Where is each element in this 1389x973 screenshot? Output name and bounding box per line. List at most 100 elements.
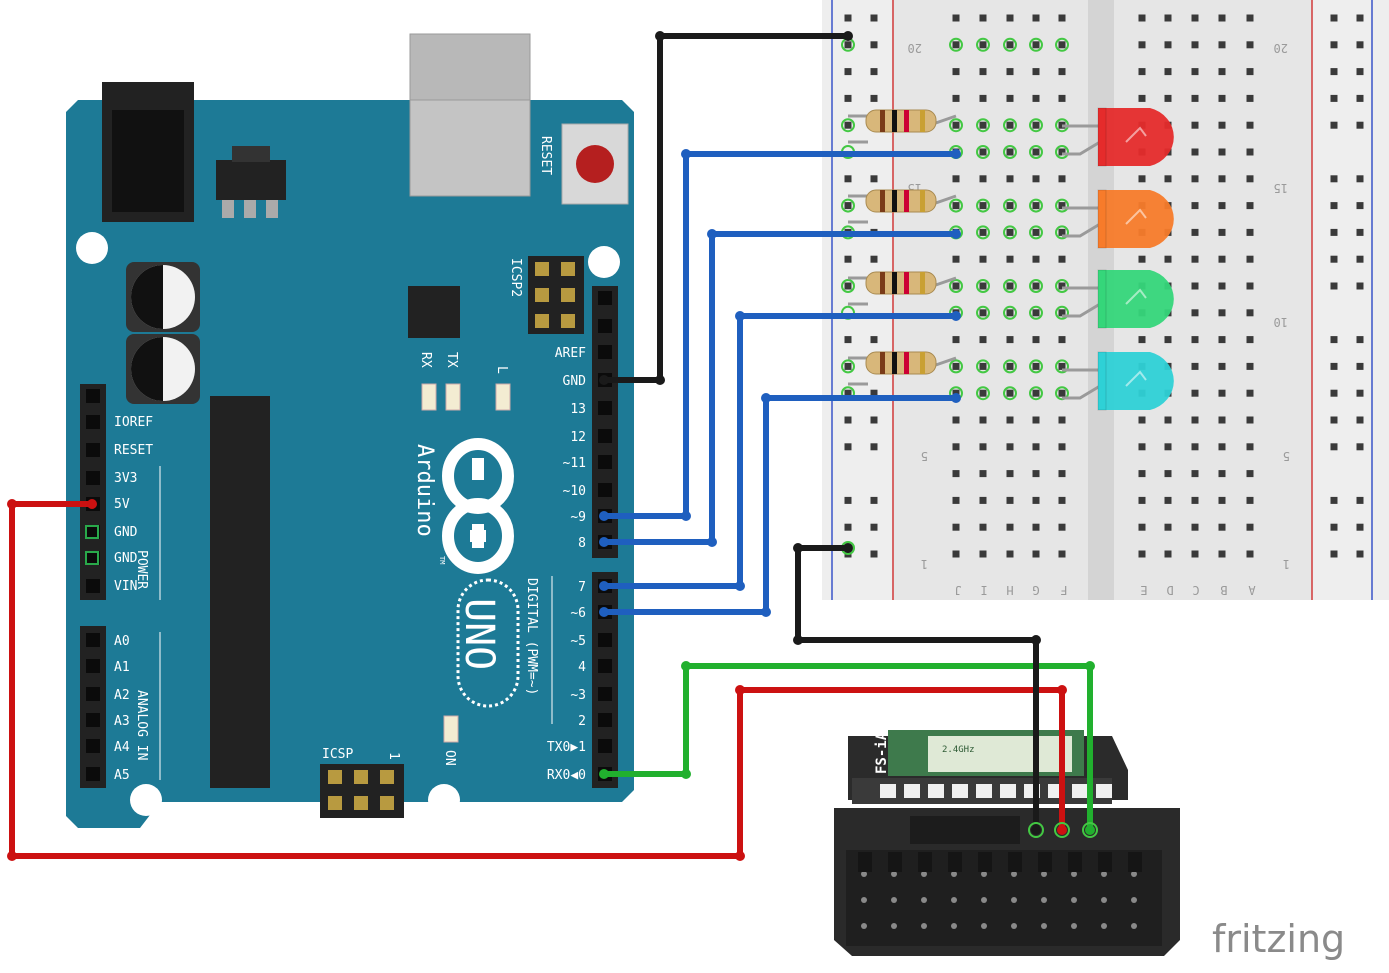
digital-label: DIGITAL (PWM=~): [524, 578, 539, 695]
breadboard-hole: [1058, 94, 1066, 102]
wire-joint: [1057, 825, 1067, 835]
receiver-slot: [1128, 852, 1142, 872]
breadboard-hole: [1058, 255, 1066, 263]
header-pin: [86, 687, 100, 701]
breadboard-hole: [1246, 550, 1254, 558]
row-number-left: 20: [908, 41, 922, 55]
rail-hole: [1356, 202, 1364, 210]
breadboard-hole: [1058, 282, 1066, 290]
row-number-right: 15: [1274, 181, 1288, 195]
breadboard-hole: [979, 389, 987, 397]
breadboard-hole: [1006, 68, 1014, 76]
breadboard-hole: [1138, 41, 1146, 49]
connected-hole: [949, 118, 963, 133]
breadboard-hole: [979, 443, 987, 451]
receiver-pin: [891, 897, 897, 903]
rail-hole: [844, 202, 852, 210]
trademark: TM: [438, 556, 446, 564]
rail-hole: [844, 41, 852, 49]
receiver-pin: [861, 871, 867, 877]
rail-hole: [1356, 121, 1364, 129]
breadboard-hole: [1164, 14, 1172, 22]
header-pin: [86, 739, 100, 753]
breadboard-hole: [979, 470, 987, 478]
wire-ends: [7, 31, 1098, 861]
connected-hole: [841, 198, 855, 213]
connected-hole: [949, 198, 963, 213]
breadboard-hole: [1218, 470, 1226, 478]
breadboard-hole: [952, 255, 960, 263]
receiver-pin: [1131, 897, 1137, 903]
breadboard-hole: [1138, 550, 1146, 558]
breadboard-hole: [1138, 443, 1146, 451]
header-pin: [86, 525, 100, 539]
breadboard-hole: [979, 523, 987, 531]
breadboard-hole: [952, 336, 960, 344]
receiver-pin: [1071, 871, 1077, 877]
connected-hole: [949, 37, 963, 52]
breadboard-hole: [1058, 309, 1066, 317]
receiver-slot: [1098, 852, 1112, 872]
breadboard-hole: [1218, 416, 1226, 424]
digital-pin-label: TX0▶1: [547, 740, 586, 755]
icsp2-pin: [535, 314, 549, 328]
connected-hole: [1029, 118, 1043, 133]
led: [1062, 107, 1174, 167]
icsp2-label: ICSP2: [508, 258, 523, 297]
breadboard-hole: [979, 121, 987, 129]
breadboard-hole: [1006, 228, 1014, 236]
breadboard-hole: [979, 68, 987, 76]
rail-hole: [1356, 416, 1364, 424]
power-pin-label: 5V: [114, 497, 130, 512]
connected-hole: [841, 359, 855, 374]
mounting-hole: [76, 232, 108, 264]
pin-labels: IOREFRESET3V35VGNDGNDVINA0A1A2A3A4A5AREF…: [114, 346, 586, 783]
breadboard-hole: [1164, 443, 1172, 451]
icsp2-pin: [535, 262, 549, 276]
connected-hole: [841, 118, 855, 133]
breadboard-hole: [1246, 121, 1254, 129]
breadboard-hole: [952, 416, 960, 424]
rail-hole: [1330, 362, 1338, 370]
breadboard-hole: [1191, 523, 1199, 531]
breadboard-hole: [1218, 14, 1226, 22]
digital-header-bottom: [592, 572, 618, 788]
breadboard-hole: [1191, 443, 1199, 451]
breadboard-hole: [1246, 362, 1254, 370]
header-pin: [86, 633, 100, 647]
tx-led: [445, 383, 461, 411]
breadboard-hole: [1032, 121, 1040, 129]
connected-hole: [1055, 359, 1069, 374]
breadboard-hole: [1032, 470, 1040, 478]
wire-joint: [599, 537, 609, 547]
breadboard-hole: [1164, 416, 1172, 424]
wire-joint: [1031, 635, 1041, 645]
breadboard-hole: [1032, 202, 1040, 210]
rail-hole: [870, 14, 878, 22]
header-pin-highlight: [85, 551, 99, 565]
connected-hole: [1055, 145, 1069, 159]
rail-hole: [870, 336, 878, 344]
breadboard-hole: [1218, 336, 1226, 344]
wire-pin7-green-led: [604, 313, 956, 589]
wire-joint: [761, 607, 771, 617]
header-pin: [598, 345, 612, 359]
breadboard-hole: [952, 523, 960, 531]
breadboard-hole: [1218, 41, 1226, 49]
rail-hole: [870, 41, 878, 49]
breadboard-hole: [1006, 94, 1014, 102]
connected-hole: [1029, 225, 1043, 240]
breadboard-hole: [1006, 496, 1014, 504]
receiver-pin: [951, 897, 957, 903]
connected-hole: [976, 145, 990, 159]
digital-pin-label: ~6: [570, 606, 586, 621]
breadboard-hole: [1218, 523, 1226, 531]
breadboard-hole: [1032, 523, 1040, 531]
breadboard-hole: [1138, 175, 1146, 183]
connected-hole: [1003, 37, 1017, 52]
connected-hole: [1055, 305, 1069, 320]
column-letter: I: [980, 583, 987, 597]
reset-button[interactable]: [561, 123, 629, 205]
breadboard-hole: [1218, 148, 1226, 156]
row-number-right: 1: [1283, 557, 1290, 571]
